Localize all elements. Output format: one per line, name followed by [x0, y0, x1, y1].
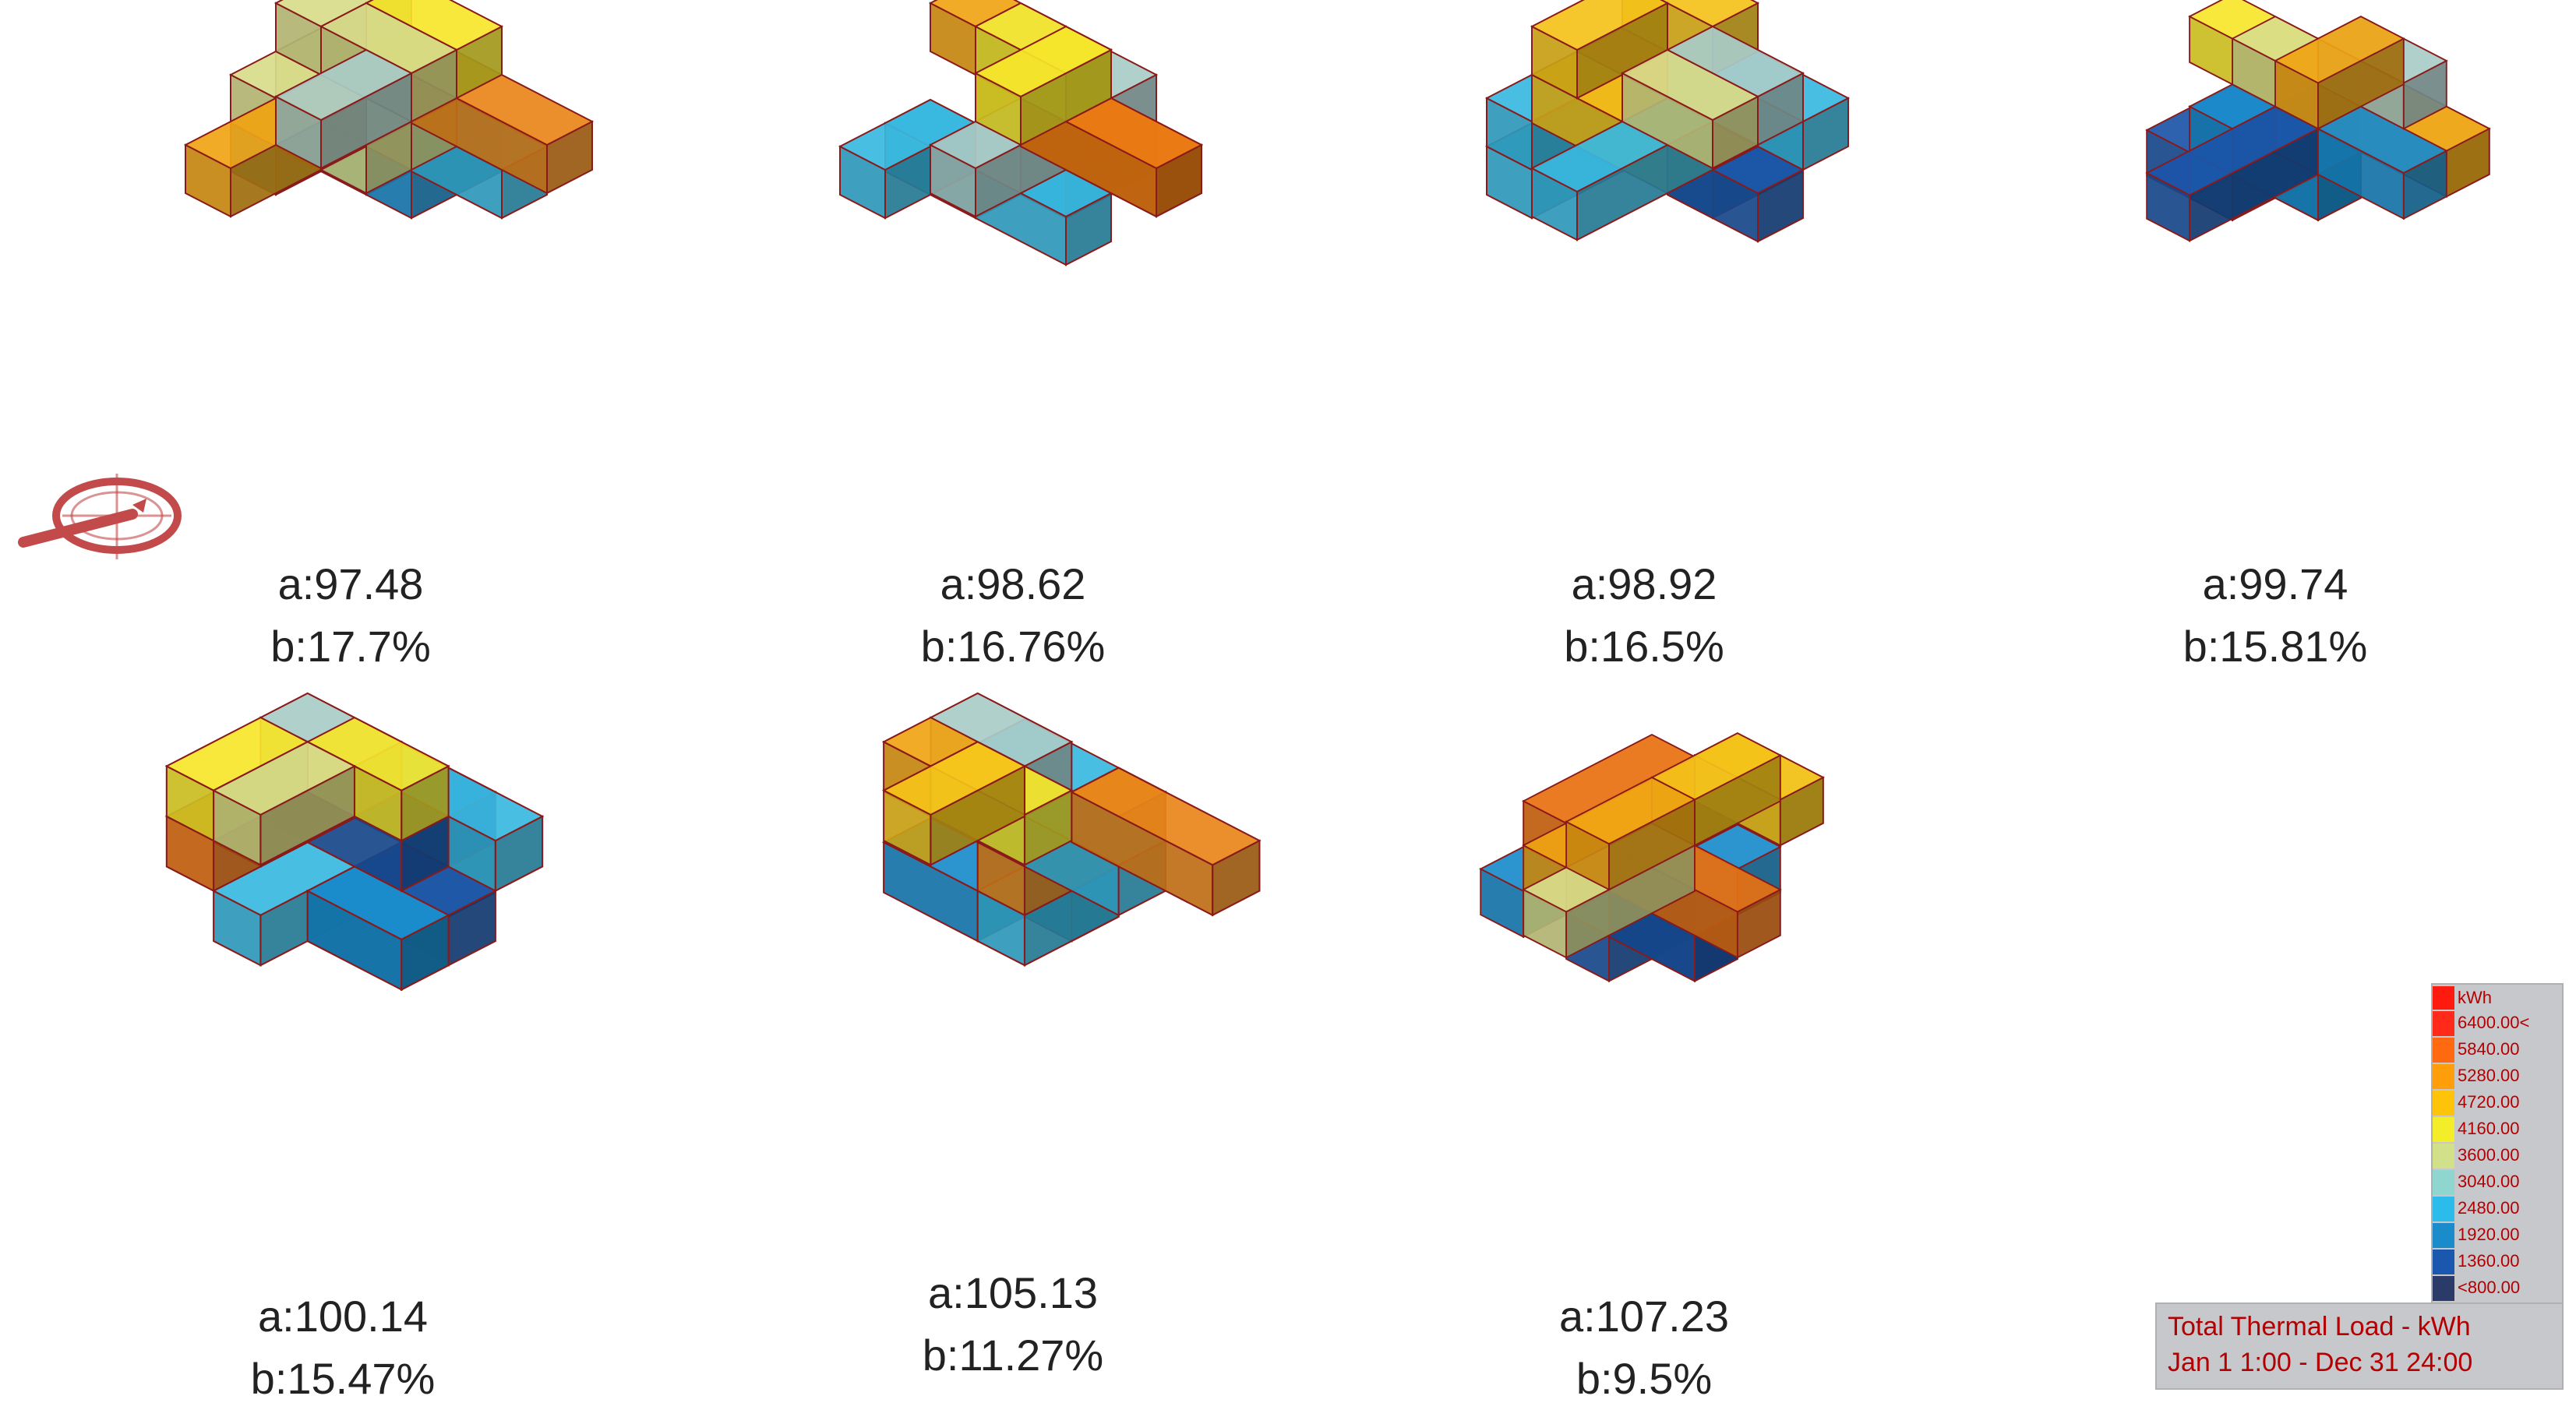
panel-4-a-value: a:99.74: [2202, 559, 2348, 608]
color-legend: kWh 6400.00< 5840.00 5280.00 4720.00 4160.00…: [2431, 983, 2564, 1310]
massing-model-4: [2145, 0, 2491, 242]
massing-panel-1: a:97.48 b:17.7%: [70, 0, 662, 671]
legend-title: Total Thermal Load - kWh: [2168, 1312, 2471, 1341]
legend-swatch: [2433, 1250, 2454, 1274]
panel-2-b-value: b:16.76%: [920, 622, 1106, 671]
legend-level-label: 3040.00: [2458, 1172, 2520, 1191]
legend-level-label: 1920.00: [2458, 1225, 2520, 1244]
compass-mark: [18, 474, 182, 559]
legend-level: 1360.00: [2433, 1250, 2562, 1274]
legend-unit: kWh: [2433, 986, 2562, 1010]
legend-level-label: 5840.00: [2458, 1039, 2520, 1059]
legend-swatch: [2433, 1038, 2454, 1063]
legend-level: 5280.00: [2433, 1064, 2562, 1089]
legend-level: 4160.00: [2433, 1117, 2562, 1142]
massing-panel-4: a:99.74 b:15.81%: [1995, 0, 2556, 671]
legend-swatch: [2433, 1091, 2454, 1116]
massing-model-7: [1479, 732, 1825, 983]
massing-model-1: [183, 0, 595, 220]
panel-7-a-value: a:107.23: [1559, 1292, 1729, 1341]
legend-level: 4720.00: [2433, 1091, 2562, 1116]
panel-5-a-value: a:100.14: [258, 1292, 428, 1341]
massing-model-5: [164, 692, 545, 992]
legend-swatch: [2433, 1223, 2454, 1248]
legend-level-label: 3600.00: [2458, 1145, 2520, 1165]
panel-5-caption: a:100.14 b:15.47%: [125, 1285, 561, 1410]
legend-swatch: [2433, 1144, 2454, 1169]
legend-level-label: 4720.00: [2458, 1092, 2520, 1112]
legend-level-label: 6400.00<: [2458, 1013, 2530, 1032]
massing-panel-2: a:98.62 b:16.76%: [725, 0, 1317, 671]
panel-6-caption: a:105.13 b:11.27%: [795, 1262, 1231, 1387]
legend-level: 3040.00: [2433, 1170, 2562, 1195]
legend-footer: Total Thermal Load - kWh Jan 1 1:00 - De…: [2155, 1302, 2564, 1390]
panel-2-a-value: a:98.62: [940, 559, 1086, 608]
panel-7-b-value: b:9.5%: [1576, 1354, 1713, 1403]
legend-unit-label: kWh: [2458, 988, 2492, 1007]
legend-level-label: 4160.00: [2458, 1119, 2520, 1138]
panel-6-a-value: a:105.13: [928, 1268, 1098, 1317]
legend-swatch: [2433, 1011, 2454, 1036]
panel-3-b-value: b:16.5%: [1564, 622, 1724, 671]
legend-swatch: [2433, 1170, 2454, 1195]
legend-period: Jan 1 1:00 - Dec 31 24:00: [2168, 1348, 2473, 1377]
massing-model-3: [1484, 0, 1851, 243]
legend-level: <800.00: [2433, 1276, 2562, 1301]
legend-level-label: 5280.00: [2458, 1066, 2520, 1085]
legend-level: 1920.00: [2433, 1223, 2562, 1248]
panel-4-b-value: b:15.81%: [2183, 622, 2368, 671]
massing-model-2: [838, 0, 1204, 266]
panel-1-caption: a:97.48 b:17.7%: [132, 553, 569, 678]
panel-5-b-value: b:15.47%: [250, 1354, 436, 1403]
panel-3-a-value: a:98.92: [1571, 559, 1717, 608]
legend-swatch: [2433, 1276, 2454, 1301]
massing-panel-7: a:107.23 b:9.5%: [1371, 717, 1964, 1403]
legend-swatch: [2433, 1197, 2454, 1221]
legend-level: 5840.00: [2433, 1038, 2562, 1063]
legend-level-label: 1360.00: [2458, 1251, 2520, 1271]
legend-level-label: <800.00: [2458, 1278, 2521, 1297]
legend-level-label: 2480.00: [2458, 1198, 2520, 1218]
legend-level: 2480.00: [2433, 1197, 2562, 1221]
compass-icon: [18, 474, 182, 559]
legend-top-swatch: [2433, 986, 2454, 1010]
panel-3-caption: a:98.92 b:16.5%: [1426, 553, 1862, 678]
panel-1-a-value: a:97.48: [277, 559, 424, 608]
massing-panel-3: a:98.92 b:16.5%: [1371, 0, 1964, 671]
legend-level: 6400.00<: [2433, 1011, 2562, 1036]
massing-panel-6: a:105.13 b:11.27%: [717, 692, 1340, 1402]
panel-4-caption: a:99.74 b:15.81%: [2057, 553, 2493, 678]
panel-2-caption: a:98.62 b:16.76%: [795, 553, 1231, 678]
panel-7-caption: a:107.23 b:9.5%: [1426, 1285, 1862, 1410]
panel-6-b-value: b:11.27%: [922, 1331, 1104, 1380]
massing-panel-5: a:100.14 b:15.47%: [47, 692, 670, 1403]
massing-model-6: [881, 692, 1262, 967]
legend-swatch: [2433, 1064, 2454, 1089]
panel-1-b-value: b:17.7%: [270, 622, 431, 671]
legend-swatch: [2433, 1117, 2454, 1142]
legend-level: 3600.00: [2433, 1144, 2562, 1169]
